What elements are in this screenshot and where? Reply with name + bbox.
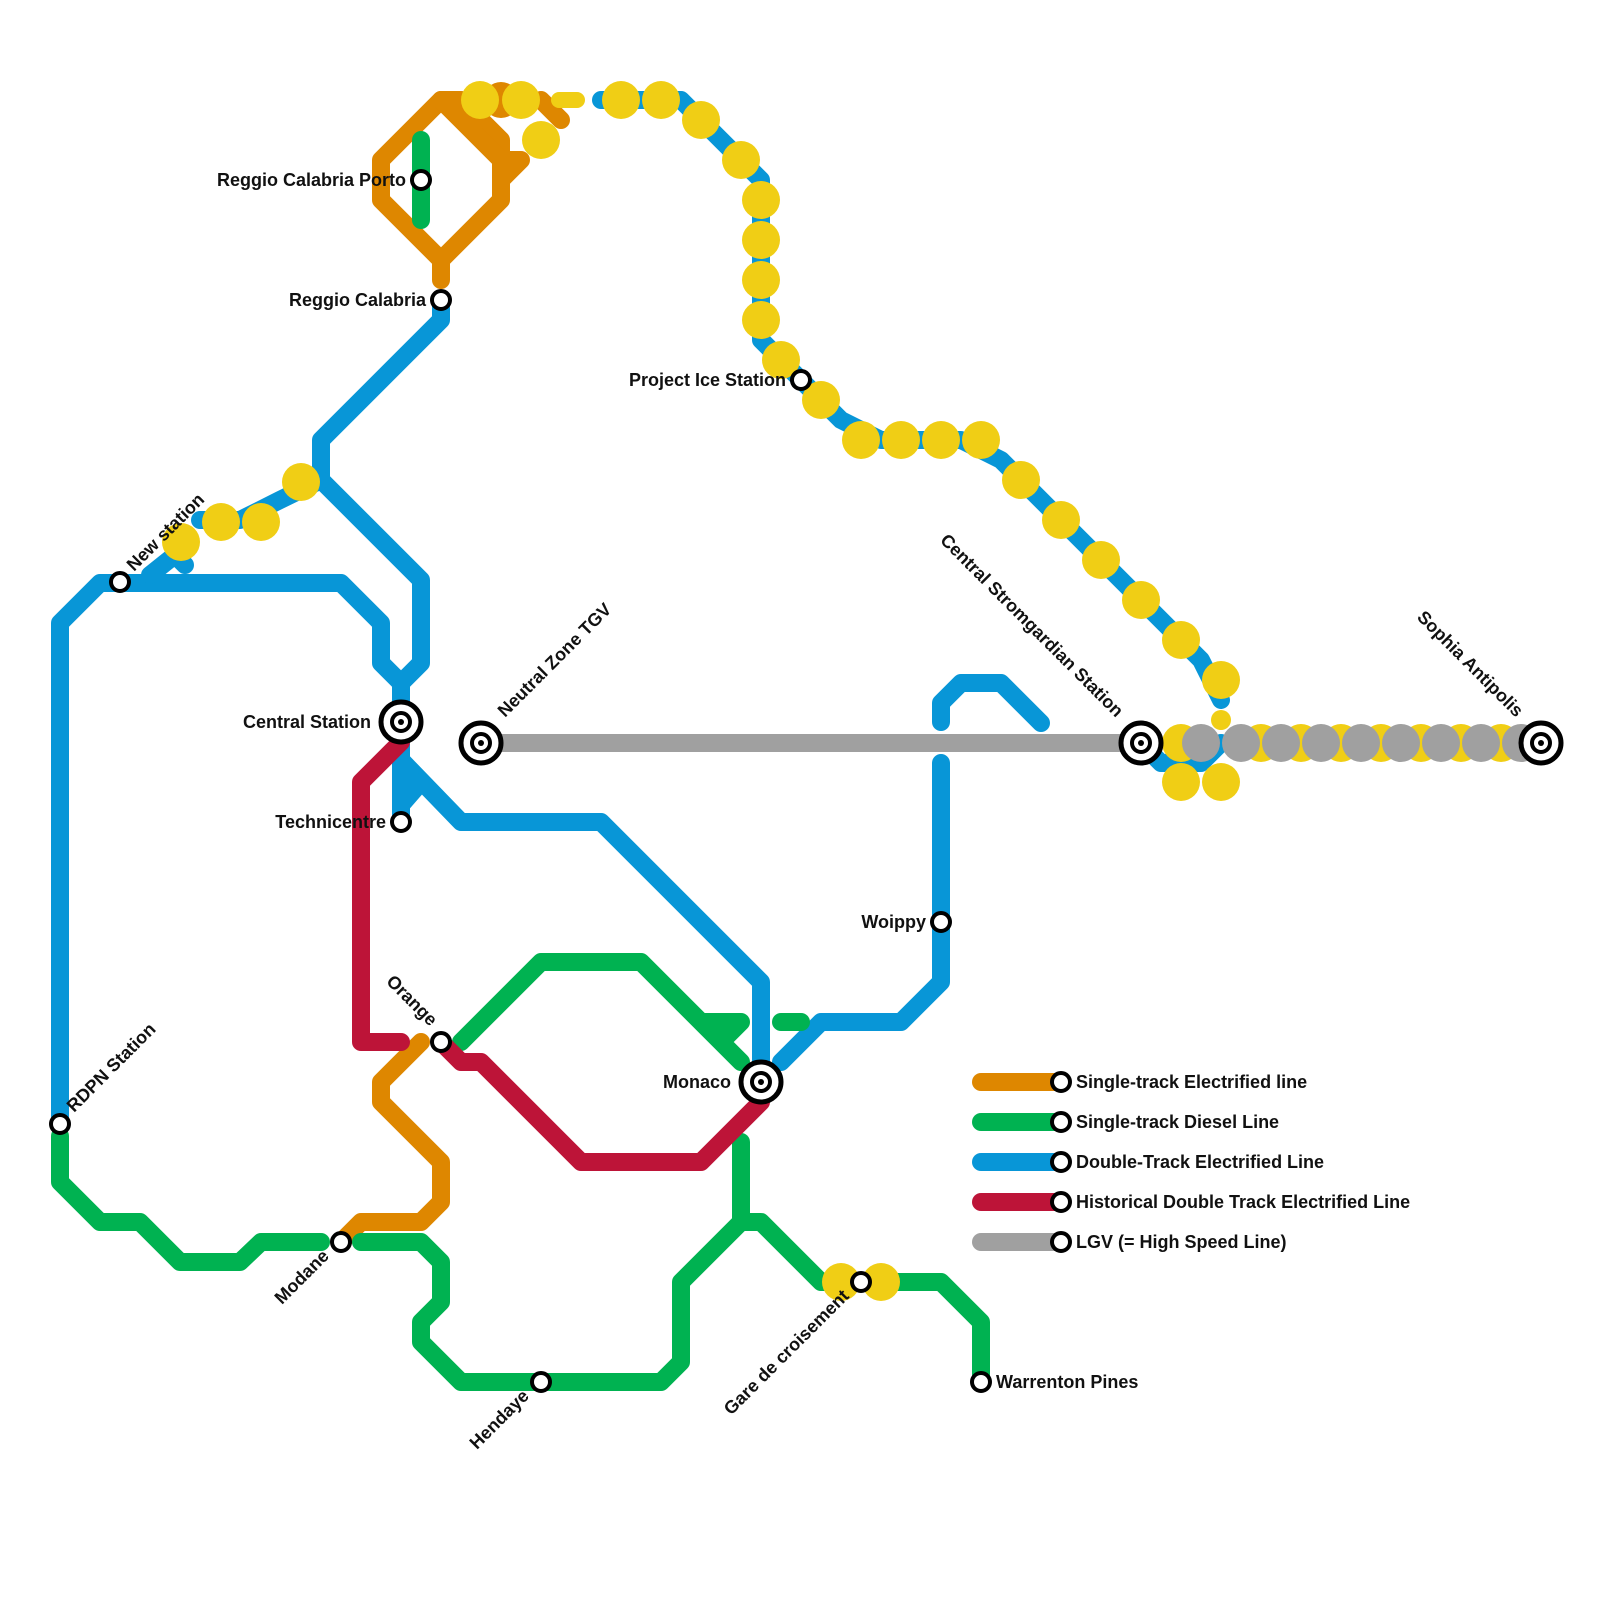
label-modane: Modane [271,1246,333,1308]
label-reggio-calabria: Reggio Calabria [289,290,427,310]
yellow-dots [162,81,1520,1301]
blue-woippy-north-loop[interactable] [932,674,1050,732]
station-reggio-calabria[interactable]: Reggio Calabria [289,289,452,311]
legend-item-lgv: LGV (= High Speed Line) [972,1231,1287,1253]
label-technicentre: Technicentre [275,812,386,832]
diesel-line [51,131,990,1391]
label-rdpn-station: RDPN Station [63,1019,160,1116]
label-monaco: Monaco [663,1072,731,1092]
legend-label: LGV (= High Speed Line) [1076,1232,1287,1252]
label-neutral-zone-tgv: Neutral Zone TGV [494,599,616,721]
gray-dots [1182,724,1540,762]
orange-orange-to-modane[interactable] [332,1033,450,1251]
legend-item-diesel: Single-track Diesel Line [972,1111,1279,1133]
green-rdpn-to-modane[interactable] [51,1127,330,1271]
legend-label: Single-track Electrified line [1076,1072,1307,1092]
legend-label: Single-track Diesel Line [1076,1112,1279,1132]
station-central-stromgardian[interactable]: Central Stromgardian Station [936,530,1164,766]
label-central-station: Central Station [243,712,371,732]
station-project-ice[interactable]: Project Ice Station [629,369,812,391]
legend-label: Double-Track Electrified Line [1076,1152,1324,1172]
station-warrenton-pines[interactable]: Warrenton Pines [970,1371,1138,1393]
station-monaco[interactable]: Monaco [663,1059,784,1105]
legend-item-double-track: Double-Track Electrified Line [972,1151,1324,1173]
green-orange-to-monaco[interactable] [452,953,810,1071]
label-sophia-antipolis: Sophia Antipolis [1413,607,1527,721]
label-hendaye: Hendaye [466,1386,533,1453]
station-central[interactable]: Central Station [243,699,424,745]
blue-rdpn-to-central[interactable] [51,574,410,1135]
label-gare-de-croisement: Gare de croisement [720,1286,853,1419]
label-project-ice-station: Project Ice Station [629,370,786,390]
label-reggio-calabria-porto: Reggio Calabria Porto [217,170,406,190]
blue-monaco-to-woippy[interactable] [772,754,950,1071]
station-woippy[interactable]: Woippy [861,911,952,933]
label-woippy: Woippy [861,912,926,932]
station-technicentre[interactable]: Technicentre [275,811,412,833]
green-modane-to-hendaye[interactable] [352,1213,990,1391]
red-central-to-monaco[interactable] [352,733,770,1171]
station-reggio-calabria-porto[interactable]: Reggio Calabria Porto [217,169,432,191]
historical-line [352,733,770,1171]
label-orange: Orange [383,971,442,1030]
legend-item-single-electrified: Single-track Electrified line [972,1071,1307,1093]
legend: Single-track Electrified line Single-tra… [972,1071,1410,1253]
orange-reggio-loop[interactable] [372,91,510,289]
blue-technicentre-spur[interactable] [392,773,430,814]
orange-north-connector[interactable] [432,91,570,189]
label-warrenton-pines: Warrenton Pines [996,1372,1138,1392]
legend-item-historical: Historical Double Track Electrified Line [972,1191,1410,1213]
legend-label: Historical Double Track Electrified Line [1076,1192,1410,1212]
station-gare-de-croisement[interactable]: Gare de croisement [720,1271,872,1419]
